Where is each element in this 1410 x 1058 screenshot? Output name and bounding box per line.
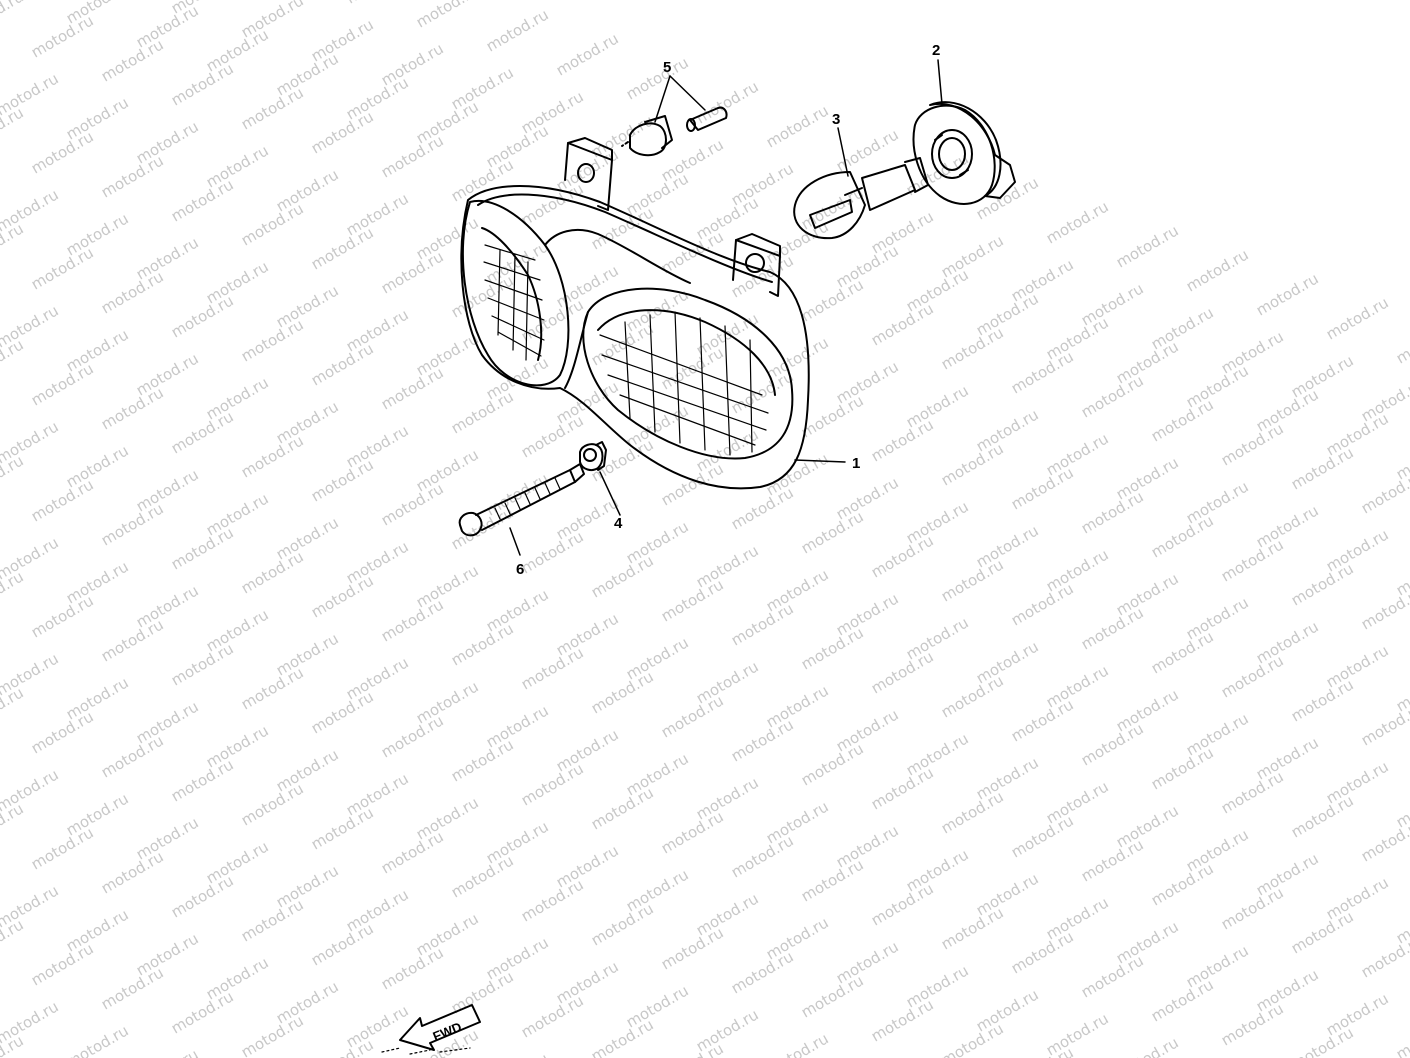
- part-number-3: 3: [832, 111, 840, 128]
- headlight-bulb: [793, 157, 929, 240]
- part-number-6: 6: [516, 561, 524, 578]
- part-number-1: 1: [852, 455, 860, 472]
- part-number-labels: 1 2 3 4 5 6: [516, 42, 940, 578]
- adjuster-nut: [579, 441, 607, 471]
- part-number-4: 4: [614, 515, 623, 532]
- leader-lines: [509, 59, 943, 556]
- fwd-label: FWD: [431, 1019, 464, 1044]
- part-number-5: 5: [663, 59, 671, 76]
- part-number-2: 2: [932, 42, 940, 59]
- bulb-socket-cover: [912, 101, 1016, 205]
- headlight-assembly: [460, 137, 810, 490]
- position-bulb-and-socket: [621, 106, 728, 157]
- forward-arrow: FWD: [381, 1004, 481, 1055]
- adjusting-screw: [458, 463, 585, 537]
